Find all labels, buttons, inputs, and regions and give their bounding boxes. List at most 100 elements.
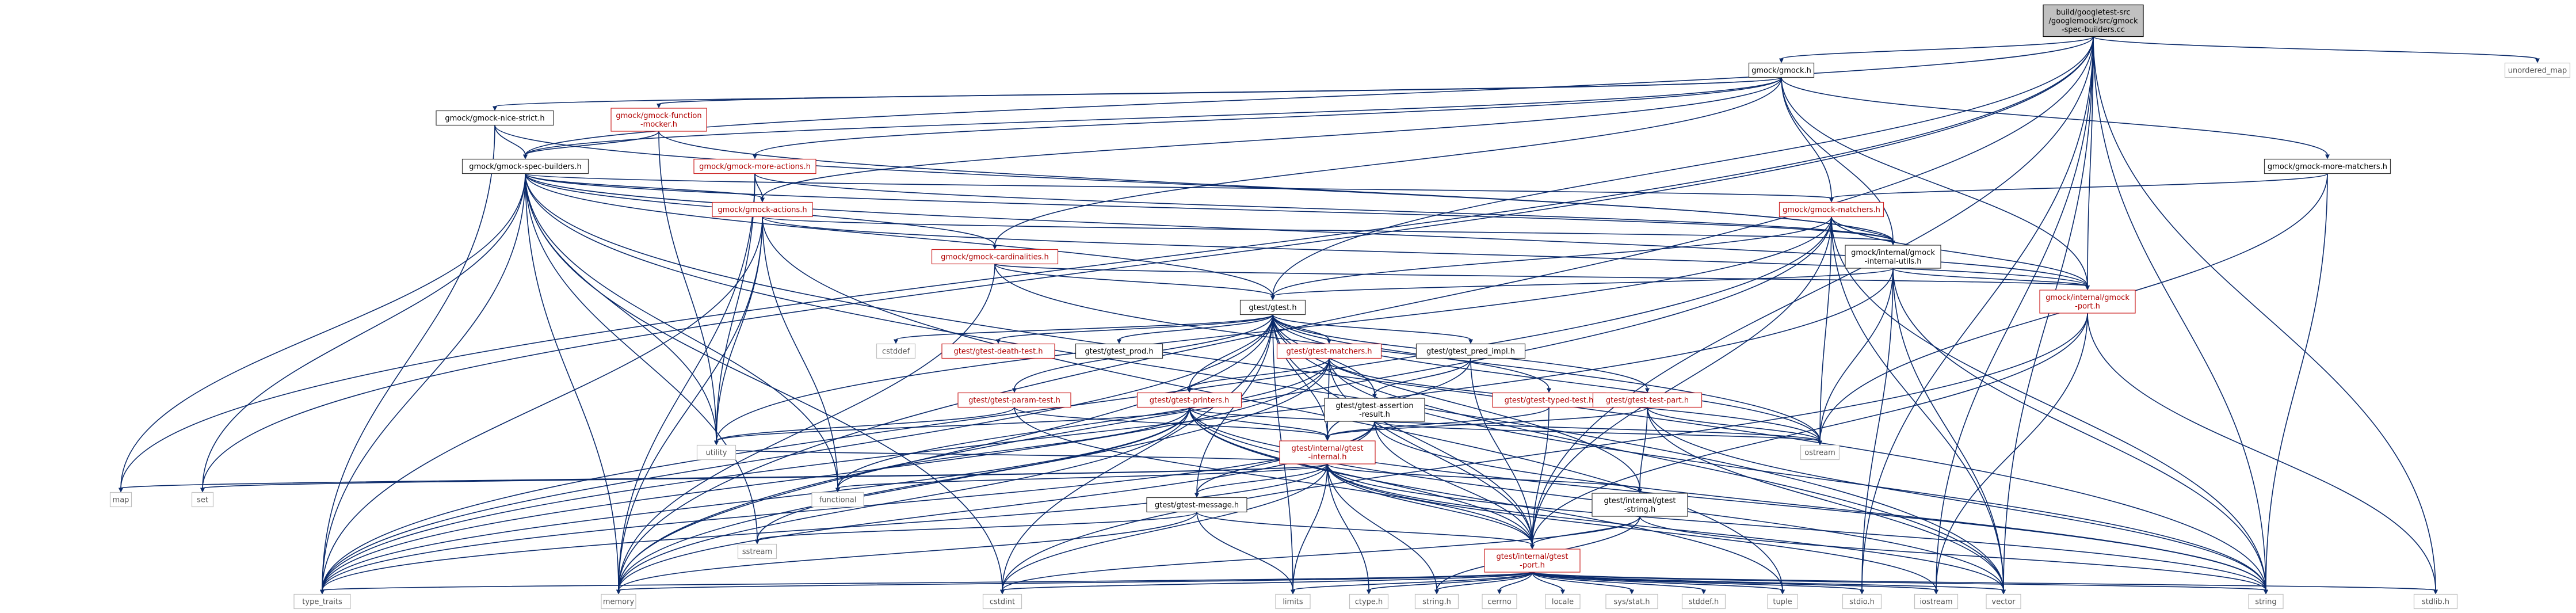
node-gmock_port[interactable]: gmock/internal/gmock-port.h xyxy=(2039,290,2136,314)
node-assertion_result[interactable]: gtest/gtest-assertion-result.h xyxy=(1324,398,1425,422)
node-label-death_test-line-0: gtest/gtest-death-test.h xyxy=(953,348,1043,356)
arrowhead-gtest_port-to-locale xyxy=(1560,589,1565,595)
edge-gtest_port-to-locale xyxy=(1532,572,1563,591)
node-label-gtest_string-line-0: gtest/internal/gtest xyxy=(1604,497,1676,505)
edge-gtest_internal-to-set xyxy=(202,463,1328,489)
node-box-spec_builders xyxy=(461,158,589,174)
node-gtest_prod[interactable]: gtest/gtest_prod.h xyxy=(1075,343,1163,359)
node-ostream: ostream xyxy=(1800,444,1840,460)
arrowhead-gtest_h-to-test_part xyxy=(1645,388,1650,393)
edge-gmock_port-to-cstdint xyxy=(1002,313,2088,591)
node-more_actions[interactable]: gmock/gmock-more-actions.h xyxy=(693,158,816,174)
node-box-gtest_prod xyxy=(1075,343,1163,359)
node-gtest_internal[interactable]: gtest/internal/gtest-internal.h xyxy=(1279,440,1376,464)
node-gtest_matchers[interactable]: gtest/gtest-matchers.h xyxy=(1276,343,1382,359)
node-label-more_matchers-line-0: gmock/gmock-more-matchers.h xyxy=(2268,163,2387,172)
node-gmock_h[interactable]: gmock/gmock.h xyxy=(1748,62,1815,78)
arrowhead-gtest_h-to-typed_test xyxy=(1547,388,1551,393)
node-label-gtest_prod-line-0: gtest/gtest_prod.h xyxy=(1085,348,1153,356)
edge-function_mocker-to-utility xyxy=(658,131,717,441)
arrowhead-gtest_port-to-vector xyxy=(2001,589,2006,595)
edge-printers-to-gtest_internal xyxy=(1189,407,1328,437)
arrowhead-printers-to-utility xyxy=(714,440,719,446)
arrowhead-gtest_port-to-ctype_h xyxy=(1367,589,1371,595)
node-box-ctype_h xyxy=(1349,593,1389,610)
node-box-stdio_h xyxy=(1842,593,1882,610)
edge-root-to-stdio_h xyxy=(1861,36,2094,591)
arrowhead-function_mocker-to-spec_builders xyxy=(523,154,528,159)
node-label-assertion_result-line-1: -result.h xyxy=(1359,410,1390,419)
node-death_test[interactable]: gtest/gtest-death-test.h xyxy=(941,343,1055,359)
node-actions[interactable]: gmock/gmock-actions.h xyxy=(712,201,813,218)
node-label-stdio_h-line-0: stdio.h xyxy=(1849,598,1875,607)
node-test_part[interactable]: gtest/gtest-test-part.h xyxy=(1592,392,1703,408)
node-label-cardinalities-line-0: gmock/gmock-cardinalities.h xyxy=(941,253,1049,262)
edge-test_part-to-gtest_internal xyxy=(1327,406,1648,437)
edge-root-to-memory xyxy=(618,36,2094,591)
node-param_test[interactable]: gtest/gtest-param-test.h xyxy=(957,392,1071,408)
edge-spec_builders-to-gmock_port xyxy=(525,173,2088,287)
node-box-param_test xyxy=(957,392,1071,408)
arrowhead-gtest_matchers-to-printers xyxy=(1187,388,1192,393)
edge-test_part-to-ostream xyxy=(1647,407,1821,441)
node-gtest_message[interactable]: gtest/gtest-message.h xyxy=(1146,497,1247,513)
edge-gtest_internal-to-gtest_string xyxy=(1327,463,1640,490)
edge-actions-to-functional xyxy=(762,216,838,489)
edge-gtest_port-to-vector xyxy=(1532,572,2004,591)
node-box-cstdint xyxy=(982,593,1022,610)
edge-gtest_matchers-to-functional xyxy=(837,358,1330,489)
edge-cardinalities-to-gmock_port xyxy=(994,263,2088,287)
node-spec_builders[interactable]: gmock/gmock-spec-builders.h xyxy=(461,158,589,174)
node-matchers[interactable]: gmock/gmock-matchers.h xyxy=(1779,201,1884,218)
arrowhead-gmock_h-to-function_mocker xyxy=(657,104,661,108)
edge-typed_test-to-gtest_port xyxy=(1532,407,1550,546)
node-typed_test[interactable]: gtest/gtest-typed-test.h xyxy=(1492,392,1606,408)
node-function_mocker[interactable]: gmock/gmock-function-mocker.h xyxy=(610,108,707,132)
arrowhead-gtest_port-to-string_h xyxy=(1434,589,1439,595)
node-gtest_string[interactable]: gtest/internal/gtest-string.h xyxy=(1592,493,1688,517)
arrowhead-gtest_port-to-tuple xyxy=(1780,589,1785,595)
node-limits: limits xyxy=(1275,593,1311,610)
edge-root-to-set xyxy=(202,36,2094,489)
node-label-functional-line-0: functional xyxy=(819,496,857,505)
edge-pred_impl-to-assertion_result xyxy=(1374,358,1471,395)
edges-layer xyxy=(119,36,2540,595)
node-label-set-line-0: set xyxy=(197,496,208,505)
node-gtest_h[interactable]: gtest/gtest.h xyxy=(1239,299,1306,315)
node-label-spec_builders-line-0: gmock/gmock-spec-builders.h xyxy=(469,163,581,172)
arrowhead-spec_builders-to-cardinalities xyxy=(993,245,997,250)
node-label-function_mocker-line-1: -mocker.h xyxy=(640,120,677,129)
node-label-gmock_h-line-0: gmock/gmock.h xyxy=(1751,67,1811,75)
node-printers[interactable]: gtest/gtest-printers.h xyxy=(1136,392,1242,408)
node-internal_utils[interactable]: gmock/internal/gmock-internal-utils.h xyxy=(1845,245,1941,269)
node-vector: vector xyxy=(1986,593,2021,610)
node-label-iostream-line-0: iostream xyxy=(1919,598,1952,607)
node-cardinalities[interactable]: gmock/gmock-cardinalities.h xyxy=(931,249,1059,265)
node-label-map-line-0: map xyxy=(113,496,129,505)
arrowhead-gtest_h-to-param_test xyxy=(1012,388,1017,393)
edge-more_actions-to-utility xyxy=(716,173,755,441)
edge-gtest_matchers-to-type_traits xyxy=(322,358,1330,591)
node-stdlib_h: stdlib.h xyxy=(2413,593,2458,610)
node-label-gtest_message-line-0: gtest/gtest-message.h xyxy=(1155,501,1239,510)
edge-gtest_matchers-to-memory xyxy=(618,358,1330,591)
edge-spec_builders-to-functional xyxy=(525,173,838,489)
node-sys_stat: sys/stat.h xyxy=(1605,593,1658,610)
node-pred_impl[interactable]: gtest/gtest_pred_impl.h xyxy=(1415,343,1526,359)
edge-gtest_port-to-type_traits xyxy=(322,572,1533,591)
arrowhead-gtest_internal-to-set xyxy=(200,488,205,493)
node-root[interactable]: build/googletest-src/googlemock/src/gmoc… xyxy=(2043,4,2144,37)
edge-internal_utils-to-stdio_h xyxy=(1861,268,1894,591)
edge-test_part-to-gtest_string xyxy=(1639,407,1648,490)
arrowhead-gtest_port-to-string xyxy=(2264,589,2268,595)
node-gtest_port[interactable]: gtest/internal/gtest-port.h xyxy=(1484,549,1581,573)
node-box-test_part xyxy=(1592,392,1703,408)
edge-gtest_internal-to-ctype_h xyxy=(1327,463,1369,591)
edge-matchers-to-internal_utils xyxy=(1831,216,1894,242)
edge-spec_builders-to-map xyxy=(120,173,526,489)
node-label-sys_stat-line-0: sys/stat.h xyxy=(1614,598,1650,607)
node-more_matchers[interactable]: gmock/gmock-more-matchers.h xyxy=(2264,158,2391,174)
node-label-internal_utils-line-1: -internal-utils.h xyxy=(1865,257,1922,266)
node-box-gtest_internal xyxy=(1279,440,1376,464)
node-nice_strict[interactable]: gmock/gmock-nice-strict.h xyxy=(436,110,554,126)
